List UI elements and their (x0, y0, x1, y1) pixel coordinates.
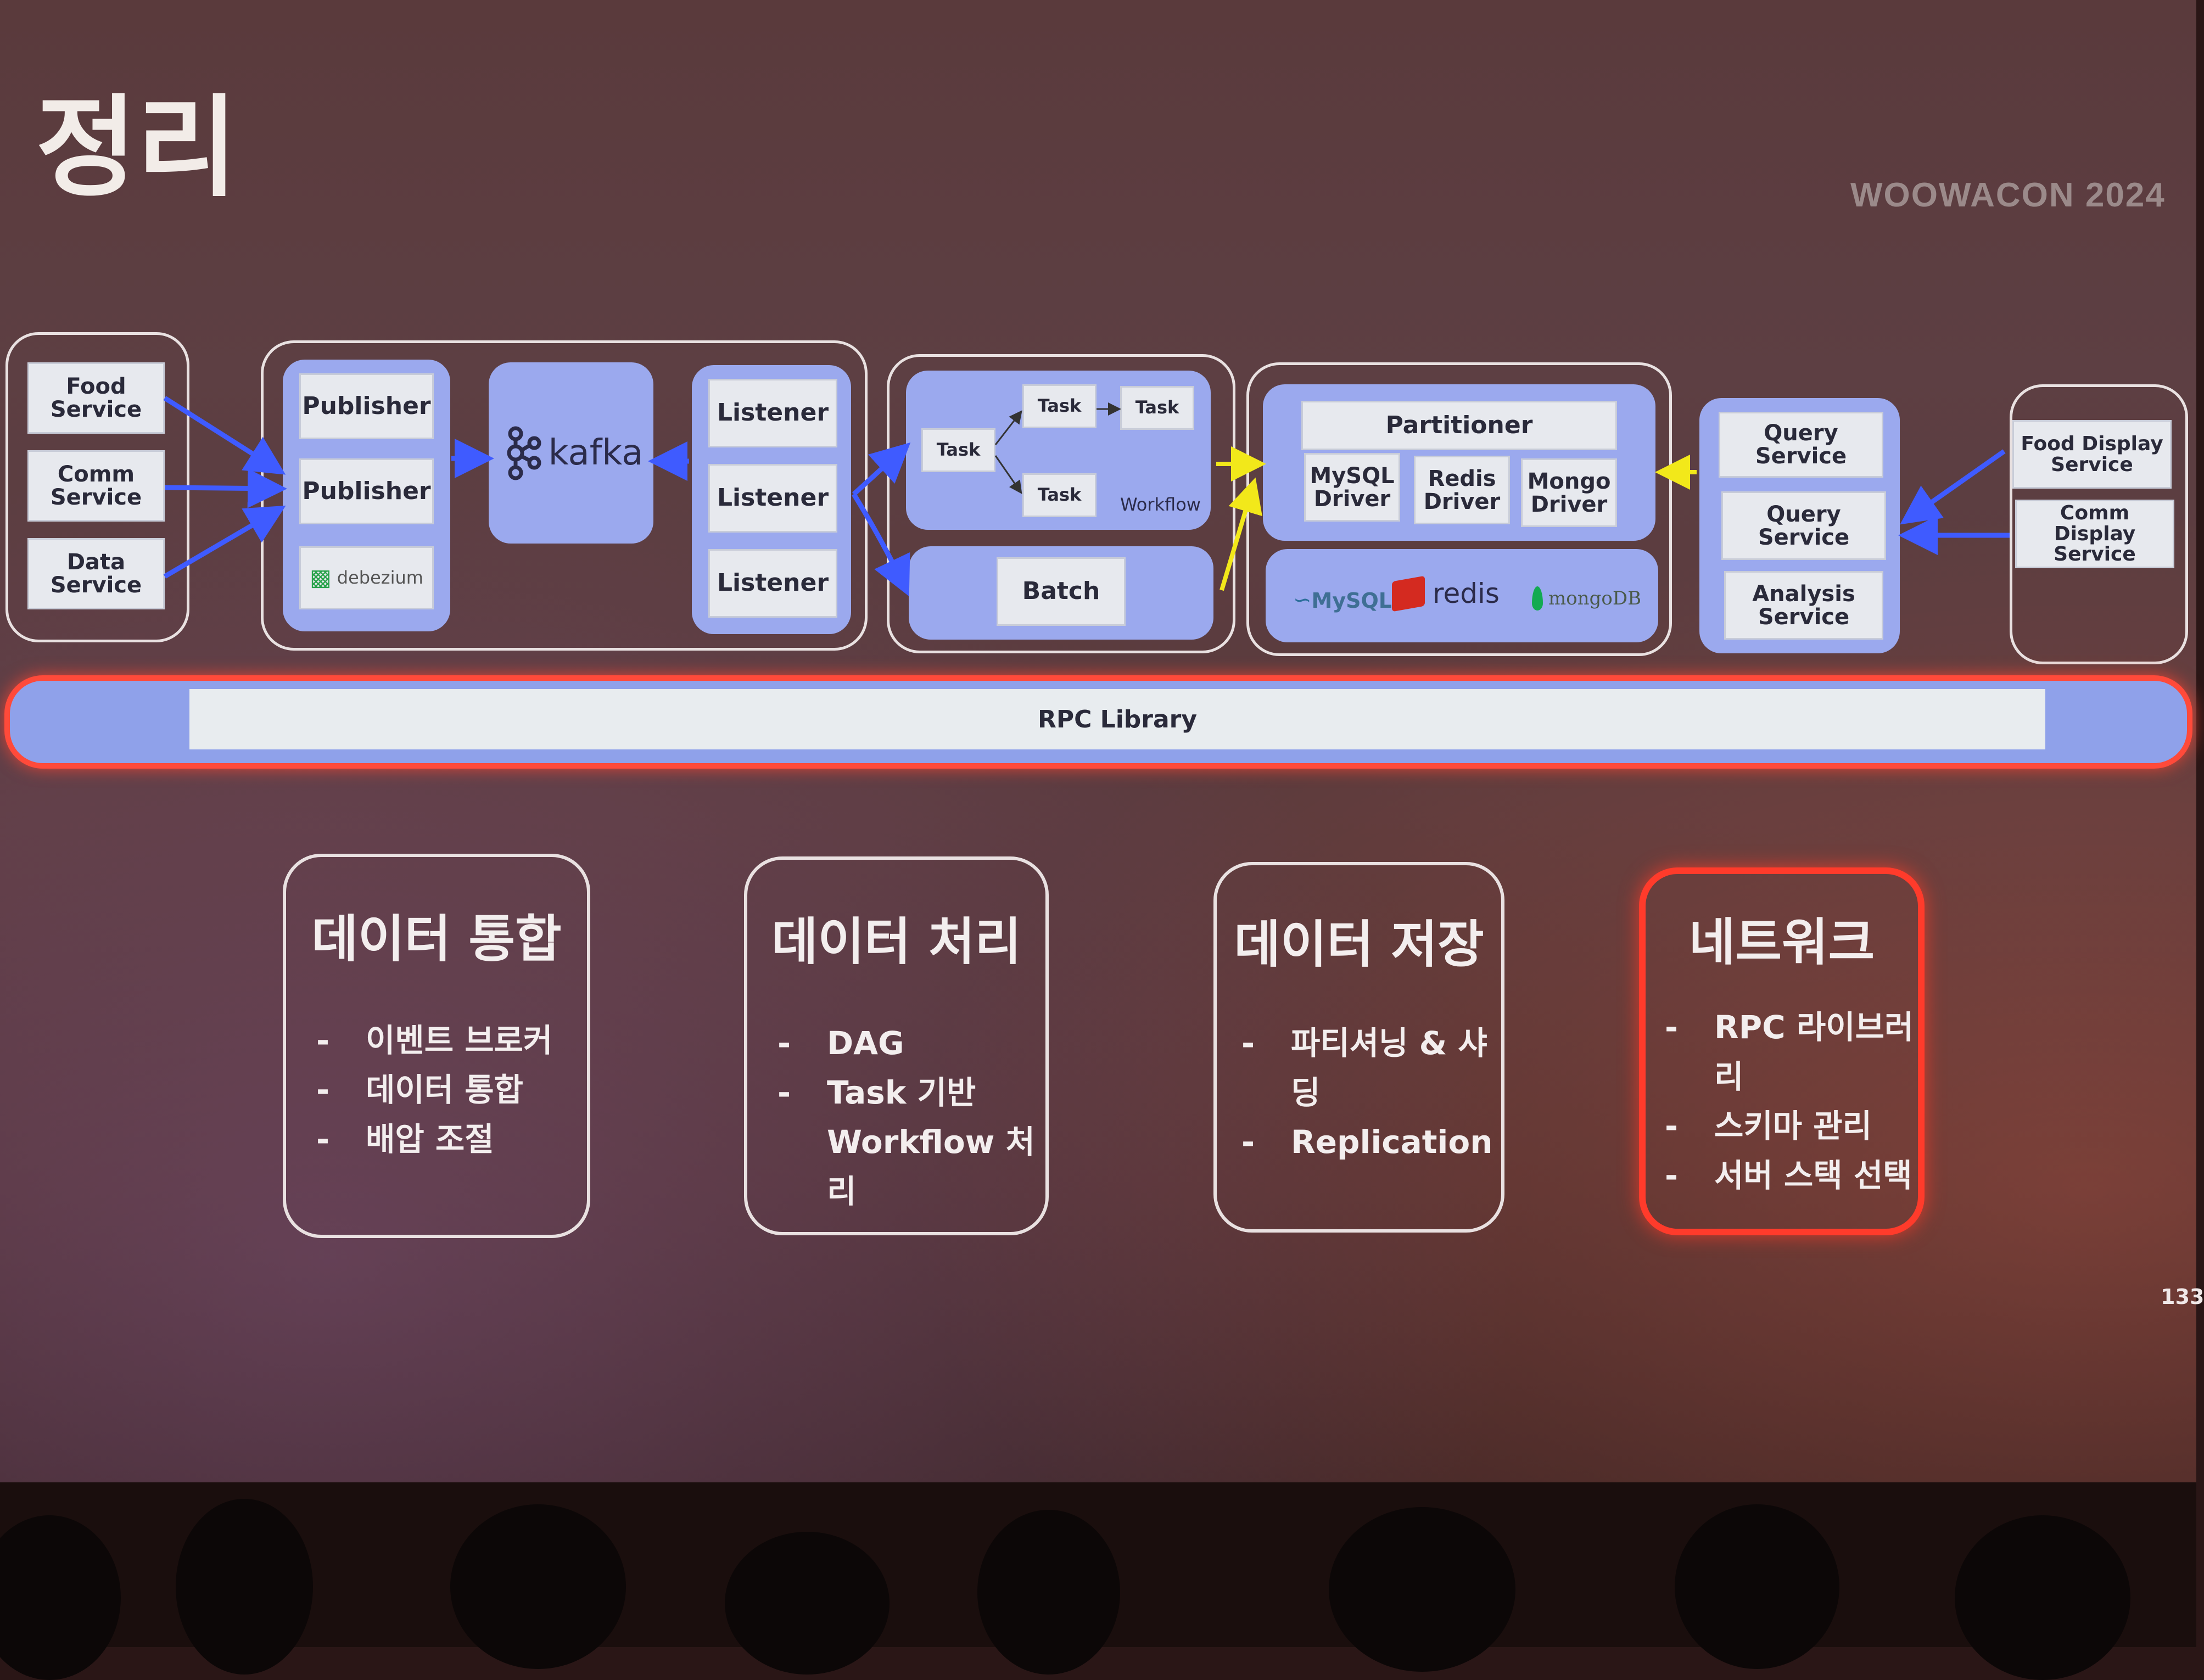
redis-driver-box: Redis Driver (1414, 456, 1510, 524)
listener-box-3: Listener (708, 549, 837, 618)
list-item: -파티셔닝 & 샤딩 (1241, 1024, 1487, 1111)
task-box-upper: Task (1022, 384, 1097, 428)
arrow-food-display-to-query (1900, 449, 2006, 525)
partitioner-box: Partitioner (1301, 401, 1617, 450)
redis-logo: redis (1392, 575, 1500, 612)
arrow-listener-to-workflow (852, 442, 911, 496)
audience-head (725, 1532, 890, 1675)
list-item: -Task 기반 (777, 1073, 976, 1111)
list-item: -RPC 라이브러리 (1665, 1009, 1914, 1095)
batch-box: Batch (997, 557, 1126, 626)
card-title: 네트워크 (1688, 913, 1875, 972)
conference-brand: WOOWACON 2024 (1850, 176, 2166, 214)
arrow-listener-to-batch (852, 492, 910, 597)
list-item: -Replication (1241, 1123, 1493, 1161)
task-box-lower: Task (1022, 473, 1097, 517)
list-item: -서버 스택 선택 (1665, 1156, 1912, 1194)
listener-box-2: Listener (708, 464, 837, 533)
card-data-storage: 데이터 저장 -파티셔닝 & 샤딩 -Replication (1213, 862, 1504, 1233)
mysql-logo-text: MySQL (1311, 589, 1392, 613)
card-title: 데이터 저장 (1234, 915, 1484, 974)
mongo-driver-box: Mongo Driver (1521, 458, 1617, 527)
publisher-box-2: Publisher (299, 458, 434, 524)
dag-edge-root-upper (994, 410, 1022, 445)
mysql-logo: ∽ MySQL (1293, 587, 1392, 613)
audience-area (0, 1482, 2196, 1680)
mongodb-logo-text: mongoDB (1548, 587, 1642, 609)
food-service-box: Food Service (27, 362, 165, 434)
comm-display-service-box: Comm Display Service (2015, 500, 2174, 568)
mysql-dolphin-icon: ∽ (1293, 587, 1312, 613)
audience-head (977, 1510, 1120, 1675)
audience-head (1675, 1504, 1839, 1669)
list-item: Workflow 처리 (827, 1123, 1035, 1210)
audience-head (450, 1504, 626, 1669)
card-list: -파티셔닝 & 샤딩 -Replication (1241, 1019, 1501, 1167)
card-data-processing: 데이터 처리 -DAG -Task 기반 Workflow 처리 (744, 856, 1049, 1235)
arrow-data-to-publisher (163, 505, 286, 579)
workflow-label: Workflow (1120, 494, 1201, 515)
card-network: 네트워크 -RPC 라이브러리 -스키마 관리 -서버 스택 선택 (1639, 867, 1925, 1235)
card-data-integration: 데이터 통합 -이벤트 브로커 -데이터 통합 -배압 조절 (283, 854, 590, 1238)
card-list: -이벤트 브로커 -데이터 통합 -배압 조절 (316, 1016, 552, 1164)
debezium-label: debezium (337, 567, 423, 588)
mongodb-leaf-icon (1532, 586, 1543, 611)
audience-head (1329, 1507, 1515, 1672)
database-panel (1266, 549, 1658, 642)
data-service-box: Data Service (27, 538, 165, 609)
publisher-box-1: Publisher (299, 373, 434, 439)
card-list: -RPC 라이브러리 -스키마 관리 -서버 스택 선택 (1665, 1003, 1918, 1201)
listener-box-1: Listener (708, 379, 837, 447)
debezium-logo-icon: ▩ (310, 564, 332, 591)
comm-service-box: Comm Service (27, 450, 165, 522)
food-display-service-box: Food Display Service (2012, 420, 2172, 489)
arrow-food-to-publisher (163, 396, 286, 475)
arrow-comm-to-publisher (164, 468, 287, 508)
display-group (2010, 384, 2188, 664)
query-service-box-1: Query Service (1719, 412, 1883, 478)
mysql-driver-box: MySQL Driver (1304, 453, 1400, 522)
redis-logo-text: redis (1433, 578, 1500, 609)
task-box-upper-next: Task (1120, 386, 1194, 430)
slide-title: 정리 (36, 84, 238, 212)
task-box-root: Task (921, 428, 995, 472)
kafka-panel: kafka (489, 362, 653, 544)
list-item: -DAG (777, 1024, 904, 1062)
kafka-label: kafka (548, 433, 644, 473)
list-item: -데이터 통합 (316, 1071, 523, 1108)
arrow-batch-to-storage (1220, 477, 1262, 591)
kafka-logo-icon (507, 426, 541, 480)
mongodb-logo: mongoDB (1532, 586, 1641, 611)
card-title: 데이터 처리 (771, 912, 1022, 971)
card-title: 데이터 통합 (311, 910, 562, 968)
query-service-box-2: Query Service (1721, 491, 1886, 560)
list-item: -이벤트 브로커 (316, 1022, 553, 1059)
audience-head (0, 1515, 121, 1680)
audience-head (176, 1499, 313, 1675)
card-list: -DAG -Task 기반 Workflow 처리 (777, 1019, 1045, 1217)
debezium-box: ▩ debezium (299, 546, 434, 609)
dag-edge-root-lower (994, 455, 1022, 494)
list-item: -스키마 관리 (1665, 1107, 1872, 1145)
audience-head (1955, 1515, 2130, 1680)
analysis-service-box: Analysis Service (1724, 571, 1883, 640)
connector-arrows (163, 396, 2010, 597)
page-number: 133 (2161, 1285, 2204, 1309)
list-item: -배압 조절 (316, 1120, 494, 1158)
rpc-library-bar: RPC Library (189, 689, 2045, 749)
